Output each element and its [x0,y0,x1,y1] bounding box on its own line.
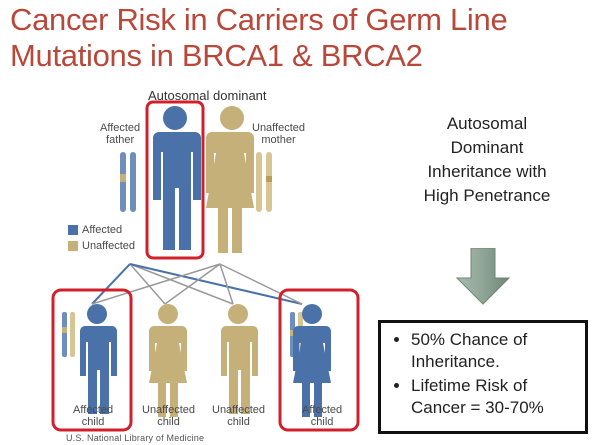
legend-affected: Affected [68,224,122,236]
inheritance-lines [91,263,303,305]
pedigree-figure [51,100,360,432]
title-line-2: Mutations in BRCA1 & BRCA2 [10,38,423,73]
slide-title: Cancer Risk in Carriers of Germ Line Mut… [10,2,595,74]
father-highlight-box [145,100,205,260]
legend-affected-swatch [68,225,78,235]
diagram-heading: Autosomal dominant [148,88,267,103]
image-credit: U.S. National Library of Medicine [66,433,205,443]
child-2-figure [149,304,187,417]
inheritance-diagram: Autosomal dominant Affected father Unaff… [40,88,370,443]
down-arrow-icon [455,248,511,305]
legend-unaffected-swatch [68,241,78,251]
child-3-figure [221,304,258,414]
risk-summary-list: 50% Chance of Inheritance. Lifetime Risk… [389,329,579,419]
child-2-label: Unaffected child [142,404,196,428]
child-3-label: Unaffected child [212,404,266,428]
father-chromosomes [120,152,136,212]
risk-item-inheritance: 50% Chance of Inheritance. [411,329,579,373]
inheritance-description: Autosomal Dominant Inheritance with High… [423,114,551,205]
child-1-label: Affected child [73,404,114,428]
unaffected-mother-figure [206,106,254,253]
child-1-figure [62,304,117,414]
legend-unaffected: Unaffected [68,240,135,252]
risk-item-lifetime: Lifetime Risk of Cancer = 30-70% [411,375,579,419]
father-label: Affected father [100,122,141,146]
risk-summary-box: 50% Chance of Inheritance. Lifetime Risk… [378,320,588,434]
mother-chromosomes [256,152,272,212]
affected-father-figure [153,106,201,250]
child-1-highlight-box [51,288,133,432]
child-4-figure [290,304,331,417]
child-4-label: Affected child [302,404,343,428]
mother-label: Unaffected mother [252,122,306,146]
title-line-1: Cancer Risk in Carriers of Germ Line [10,2,508,37]
child-4-highlight-box [278,288,360,432]
